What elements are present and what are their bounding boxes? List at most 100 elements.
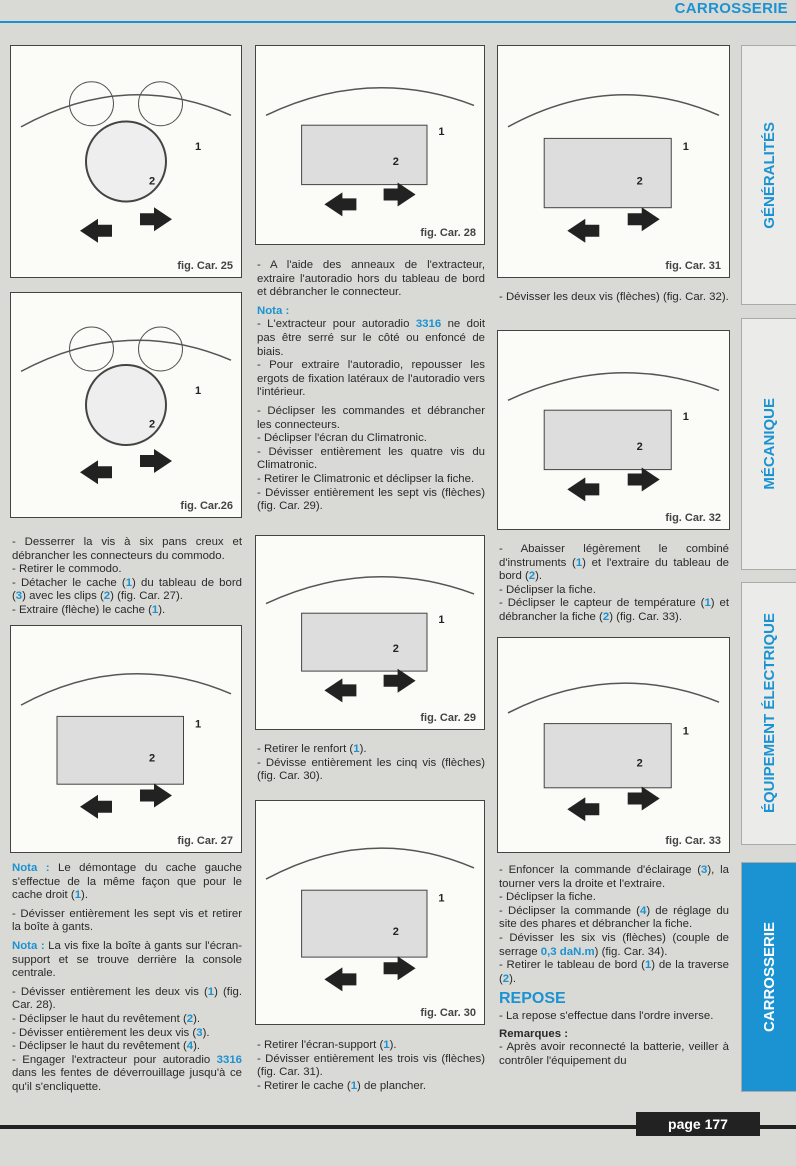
text-run: ) (fig. Car. 33). xyxy=(609,610,682,623)
text-run: - Dévisse entièrement les cinq vis (flèc… xyxy=(257,756,485,783)
text-run: - Abaisser légèrement le combiné d'instr… xyxy=(499,543,729,569)
text-block: - A l'aide des anneaux de l'extracteur, … xyxy=(257,259,485,514)
text-run: ). xyxy=(202,1026,210,1039)
callout-number: 1 xyxy=(683,725,689,737)
paragraph: - Dévisser les six vis (flèches) (couple… xyxy=(499,932,729,959)
text-run: - Retirer le commodo. xyxy=(12,563,122,576)
paragraph: - Dévisser les deux vis (flèches) (fig. … xyxy=(499,291,729,305)
glovebox-illustration: 12 xyxy=(265,576,475,703)
callout-number: 2 xyxy=(393,926,399,938)
support-screen-illustration: 12 xyxy=(265,847,475,992)
arrow-icon xyxy=(324,967,357,992)
paragraph: - Après avoir reconnecté la batterie, ve… xyxy=(499,1041,729,1068)
tab-mecanique[interactable]: MÉCANIQUE xyxy=(741,318,796,570)
arrow-icon xyxy=(80,218,112,243)
text-run: ) de la traverse ( xyxy=(499,959,729,985)
paragraph: - Retirer le renfort (1). xyxy=(257,743,485,757)
callout-number: 2 xyxy=(149,418,155,430)
section-heading: REPOSE xyxy=(499,990,566,1008)
paragraph: Nota : xyxy=(257,305,485,319)
paragraph: - Dévisser entièrement les deux vis (3). xyxy=(12,1027,242,1041)
text-run: ). xyxy=(535,570,543,583)
reference-number: 3 xyxy=(701,864,708,876)
text-run: - Retirer le Climatronic et déclipser la… xyxy=(257,472,475,485)
text-run: ). xyxy=(158,603,166,616)
text-run: La vis fixe la boîte à gants sur l'écran… xyxy=(12,939,242,980)
gauge-shape xyxy=(69,326,114,372)
paragraph: - Déclipser la fiche. xyxy=(499,891,729,905)
dashboard-outline xyxy=(507,682,720,714)
text-run: - A l'aide des anneaux de l'extracteur, … xyxy=(257,259,485,299)
text-run: - Dévisser entièrement les quatre vis du… xyxy=(257,445,485,472)
text-block: - Enfoncer la commande d'éclairage (3), … xyxy=(499,864,729,1068)
figure-caption: fig. Car. 30 xyxy=(420,1007,476,1019)
callout-number: 1 xyxy=(683,141,689,153)
text-run: - Engager l'extracteur pour autoradio xyxy=(12,1053,217,1066)
nota-label: Nota : xyxy=(12,862,50,874)
paragraph: - Retirer le Climatronic et déclipser la… xyxy=(257,473,485,487)
dashboard-outline xyxy=(265,576,475,605)
paragraph: - Retirer le commodo. xyxy=(12,563,242,577)
reference-number: 1 xyxy=(704,597,711,610)
dashboard-outline xyxy=(507,94,720,128)
text-run: - Dévisser entièrement les sept vis et r… xyxy=(12,907,242,934)
figure-caption: fig. Car. 32 xyxy=(665,512,721,524)
callout-number: 1 xyxy=(438,614,444,626)
paragraph: - Déclipser le haut du revêtement (2). xyxy=(12,1013,242,1027)
reference-number: 2 xyxy=(186,1012,194,1025)
reference-number: 3 xyxy=(196,1026,203,1039)
callout-number: 1 xyxy=(683,411,689,423)
reference-number: 2 xyxy=(528,570,536,583)
part-shape xyxy=(301,889,428,958)
text-run: - Déclipser le haut du revêtement ( xyxy=(12,1012,187,1025)
text-run: ) (fig. Car. 27). xyxy=(110,590,183,603)
figure-caption: fig. Car. 33 xyxy=(665,835,721,847)
gauge-shape xyxy=(69,81,114,127)
text-run: - La repose s'effectue dans l'ordre inve… xyxy=(499,1009,714,1022)
dashboard-outline xyxy=(507,372,720,401)
tab-carrosserie[interactable]: CARROSSERIE xyxy=(741,862,796,1092)
paragraph: - Déclipser le haut du revêtement (4). xyxy=(12,1040,242,1054)
nota-label: Nota : xyxy=(257,304,290,317)
dashboard-outline xyxy=(265,87,475,116)
arrow-icon xyxy=(140,449,172,473)
tab-generalites[interactable]: GÉNÉRALITÉS xyxy=(741,45,796,305)
arrow-icon xyxy=(383,956,416,981)
paragraph: - Déclipser le capteur de température (1… xyxy=(499,597,729,624)
paragraph: - Retirer le cache (1) de plancher. xyxy=(257,1080,485,1094)
text-run: ). xyxy=(359,743,367,755)
callout-number: 1 xyxy=(195,385,201,397)
arrow-icon xyxy=(324,678,357,703)
arrow-icon xyxy=(383,182,416,207)
paragraph: - A l'aide des anneaux de l'extracteur, … xyxy=(257,259,485,300)
arrow-icon xyxy=(627,207,660,232)
paragraph: - Dévisser entièrement les sept vis (flè… xyxy=(257,487,485,514)
part-shape xyxy=(543,723,672,789)
reference-number: 1 xyxy=(644,959,652,972)
text-run: Le démontage du cache gauche s'effectue … xyxy=(12,862,242,902)
page-number: page 177 xyxy=(636,1112,760,1136)
text-run: ). xyxy=(193,1012,201,1025)
text-run: - Déclipser l'écran du Climatronic. xyxy=(257,432,427,445)
reference-number: 1 xyxy=(575,556,583,569)
reference-number: 3316 xyxy=(415,318,442,331)
text-run: - Déclipser le capteur de température ( xyxy=(499,597,705,610)
paragraph: Nota : La vis fixe la boîte à gants sur … xyxy=(12,940,242,981)
footer-rule xyxy=(0,1125,796,1129)
paragraph: - Pour extraire l'autoradio, repousser l… xyxy=(257,359,485,400)
part-shape xyxy=(543,137,672,209)
tab-equipement-electrique[interactable]: ÉQUIPEMENT ÉLECTRIQUE xyxy=(741,582,796,845)
text-run: ). xyxy=(81,889,88,902)
paragraph: - Déclipser l'écran du Climatronic. xyxy=(257,432,485,446)
reference-number: 2 xyxy=(602,610,610,623)
arrow-icon xyxy=(80,460,112,485)
paragraph: - Dévisser entièrement les trois vis (fl… xyxy=(257,1053,485,1080)
text-run: - Dévisser entièrement les deux vis ( xyxy=(12,1026,197,1039)
reference-number: 1 xyxy=(353,743,360,755)
figure-caption: fig. Car. 29 xyxy=(420,712,476,724)
callout-number: 1 xyxy=(438,892,444,904)
text-run: ) de réglage du site des phares et débra… xyxy=(499,904,729,931)
arrow-icon xyxy=(80,794,112,819)
